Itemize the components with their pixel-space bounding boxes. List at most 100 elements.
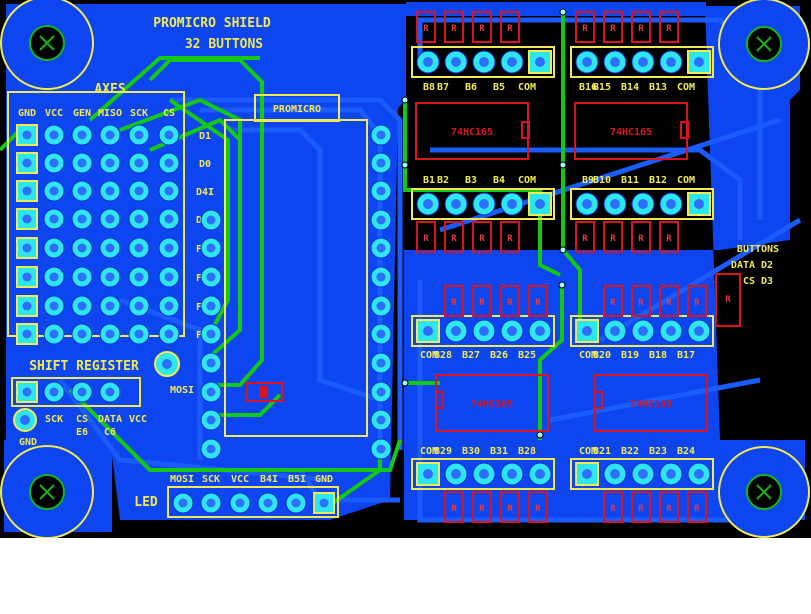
promicro-right-pin-12 xyxy=(370,438,392,460)
header-label-b19-lower-right: B19 xyxy=(621,350,639,361)
header-label-b9-mid-right: B9 xyxy=(582,175,594,186)
header-mid-right-pad-b11 xyxy=(631,192,655,216)
resistor-3-4: R xyxy=(528,285,548,317)
shift-pin-label-cs: CS xyxy=(76,414,88,425)
resistor-label: R xyxy=(423,24,429,34)
header-label-b10-mid-right: B10 xyxy=(593,175,611,186)
header-label-b5-top-left: B5 xyxy=(493,82,505,93)
shift-pad-4 xyxy=(99,381,121,403)
resistor-4-5: R xyxy=(603,491,623,523)
ic-74hc165-top-left: 74HC165 xyxy=(415,102,530,160)
promicro-right-pin-10 xyxy=(370,381,392,403)
axes-header-cs: CS xyxy=(163,108,175,119)
ic-label-3: 74HC165 xyxy=(471,399,513,410)
header-label-b2-mid-left: B2 xyxy=(437,175,449,186)
board-title-line2: 32 BUTTONS xyxy=(185,37,263,52)
resistor-label: R xyxy=(666,24,672,34)
header-label-com-top-right: COM xyxy=(677,82,695,93)
axes-pad-r6-c3 xyxy=(71,266,93,288)
resistor-2-5: R xyxy=(575,221,595,253)
axes-pad-r1-c2 xyxy=(43,124,65,146)
header-mid-right-pad-b10 xyxy=(603,192,627,216)
axes-pad-r3-c1 xyxy=(16,180,38,202)
led-pad-1 xyxy=(313,492,335,514)
axes-pad-r2-c3 xyxy=(71,152,93,174)
header-mid-left-pad-b3 xyxy=(472,192,496,216)
buttons-info-line2: DATA D2 xyxy=(731,260,773,271)
header-top-left-pad-b5 xyxy=(500,50,524,74)
header-bottom-right-pad-b21 xyxy=(603,462,627,486)
header-mid-left-pad-b2 xyxy=(444,192,468,216)
buttons-info-line3: CS D3 xyxy=(743,276,773,287)
board-title-line1: PROMICRO SHIELD xyxy=(153,16,271,31)
header-lower-left-pad-b25 xyxy=(528,319,552,343)
resistor-1-4: R xyxy=(500,11,520,43)
promicro-ic-red xyxy=(246,382,283,402)
header-label-b22-bottom-right: B22 xyxy=(621,446,639,457)
axes-title: AXES xyxy=(94,82,125,97)
resistor-4-2: R xyxy=(472,491,492,523)
axes-pad-r4-c6 xyxy=(158,208,180,230)
buttons-info-resistor xyxy=(715,273,741,327)
gnd-label: GND xyxy=(19,437,37,448)
promicro-left-pin-3 xyxy=(200,266,222,288)
shift-sub-e6: E6 xyxy=(76,427,88,438)
promicro-right-pin-8 xyxy=(370,323,392,345)
mounting-hole-top-left xyxy=(0,0,94,90)
axes-pad-r8-c1 xyxy=(16,323,38,345)
resistor-4-7: R xyxy=(659,491,679,523)
mounting-hole-bottom-right xyxy=(718,446,810,538)
led-pin-label-b4i: B4I xyxy=(260,474,278,485)
resistor-1-3: R xyxy=(472,11,492,43)
axes-pad-r8-c2 xyxy=(43,323,65,345)
header-label-com-lower-right: COM xyxy=(579,350,597,361)
buttons-info: BUTTONS DATA D2 CS D3 R xyxy=(715,244,779,327)
shift-pad-3 xyxy=(71,381,93,403)
axes-pad-r7-c4 xyxy=(99,295,121,317)
axes-pad-r7-c1 xyxy=(16,295,38,317)
resistor-4-4: R xyxy=(528,491,548,523)
resistor-label: R xyxy=(479,298,485,308)
led-pin-label-b5i: B5I xyxy=(288,474,306,485)
header-label-com-mid-right: COM xyxy=(677,175,695,186)
blue-traces xyxy=(58,17,802,523)
header-label-b3-mid-left: B3 xyxy=(465,175,477,186)
ic-label-4: 74HC165 xyxy=(630,399,672,410)
axes-pad-r2-c1 xyxy=(16,152,38,174)
led-pin-label-sck: SCK xyxy=(202,474,220,485)
header-top-left-pad-b8 xyxy=(416,50,440,74)
resistor-3-5: R xyxy=(603,285,623,317)
header-label-com-bottom-left: COM xyxy=(420,446,438,457)
resistor-label: R xyxy=(479,234,485,244)
header-bottom-right-pad-b23 xyxy=(659,462,683,486)
promicro-right-pin-4 xyxy=(370,209,392,231)
mounting-hole-top-right xyxy=(718,0,810,90)
header-label-b23-bottom-right: B23 xyxy=(649,446,667,457)
led-pad-4 xyxy=(229,492,251,514)
resistor-1-6: R xyxy=(603,11,623,43)
resistor-label: R xyxy=(423,234,429,244)
axes-pad-r3-c2 xyxy=(43,180,65,202)
axes-pad-r8-c4 xyxy=(99,323,121,345)
resistor-3-6: R xyxy=(631,285,651,317)
header-label-com-bottom-right: COM xyxy=(579,446,597,457)
resistor-1-7: R xyxy=(631,11,651,43)
ic-label-2: 74HC165 xyxy=(610,127,652,138)
axes-pad-r1-c1 xyxy=(16,124,38,146)
axes-pad-r2-c4 xyxy=(99,152,121,174)
led-pin-label-mosi: MOSI xyxy=(170,474,194,485)
header-label-b26-lower-left: B26 xyxy=(490,350,508,361)
axes-pad-r1-c5 xyxy=(128,124,150,146)
axes-pad-r7-c2 xyxy=(43,295,65,317)
header-lower-right-pad-b18 xyxy=(659,319,683,343)
axes-pad-r6-c4 xyxy=(99,266,121,288)
axes-pad-r6-c5 xyxy=(128,266,150,288)
axes-pad-r8-c3 xyxy=(71,323,93,345)
header-label-b18-lower-right: B18 xyxy=(649,350,667,361)
